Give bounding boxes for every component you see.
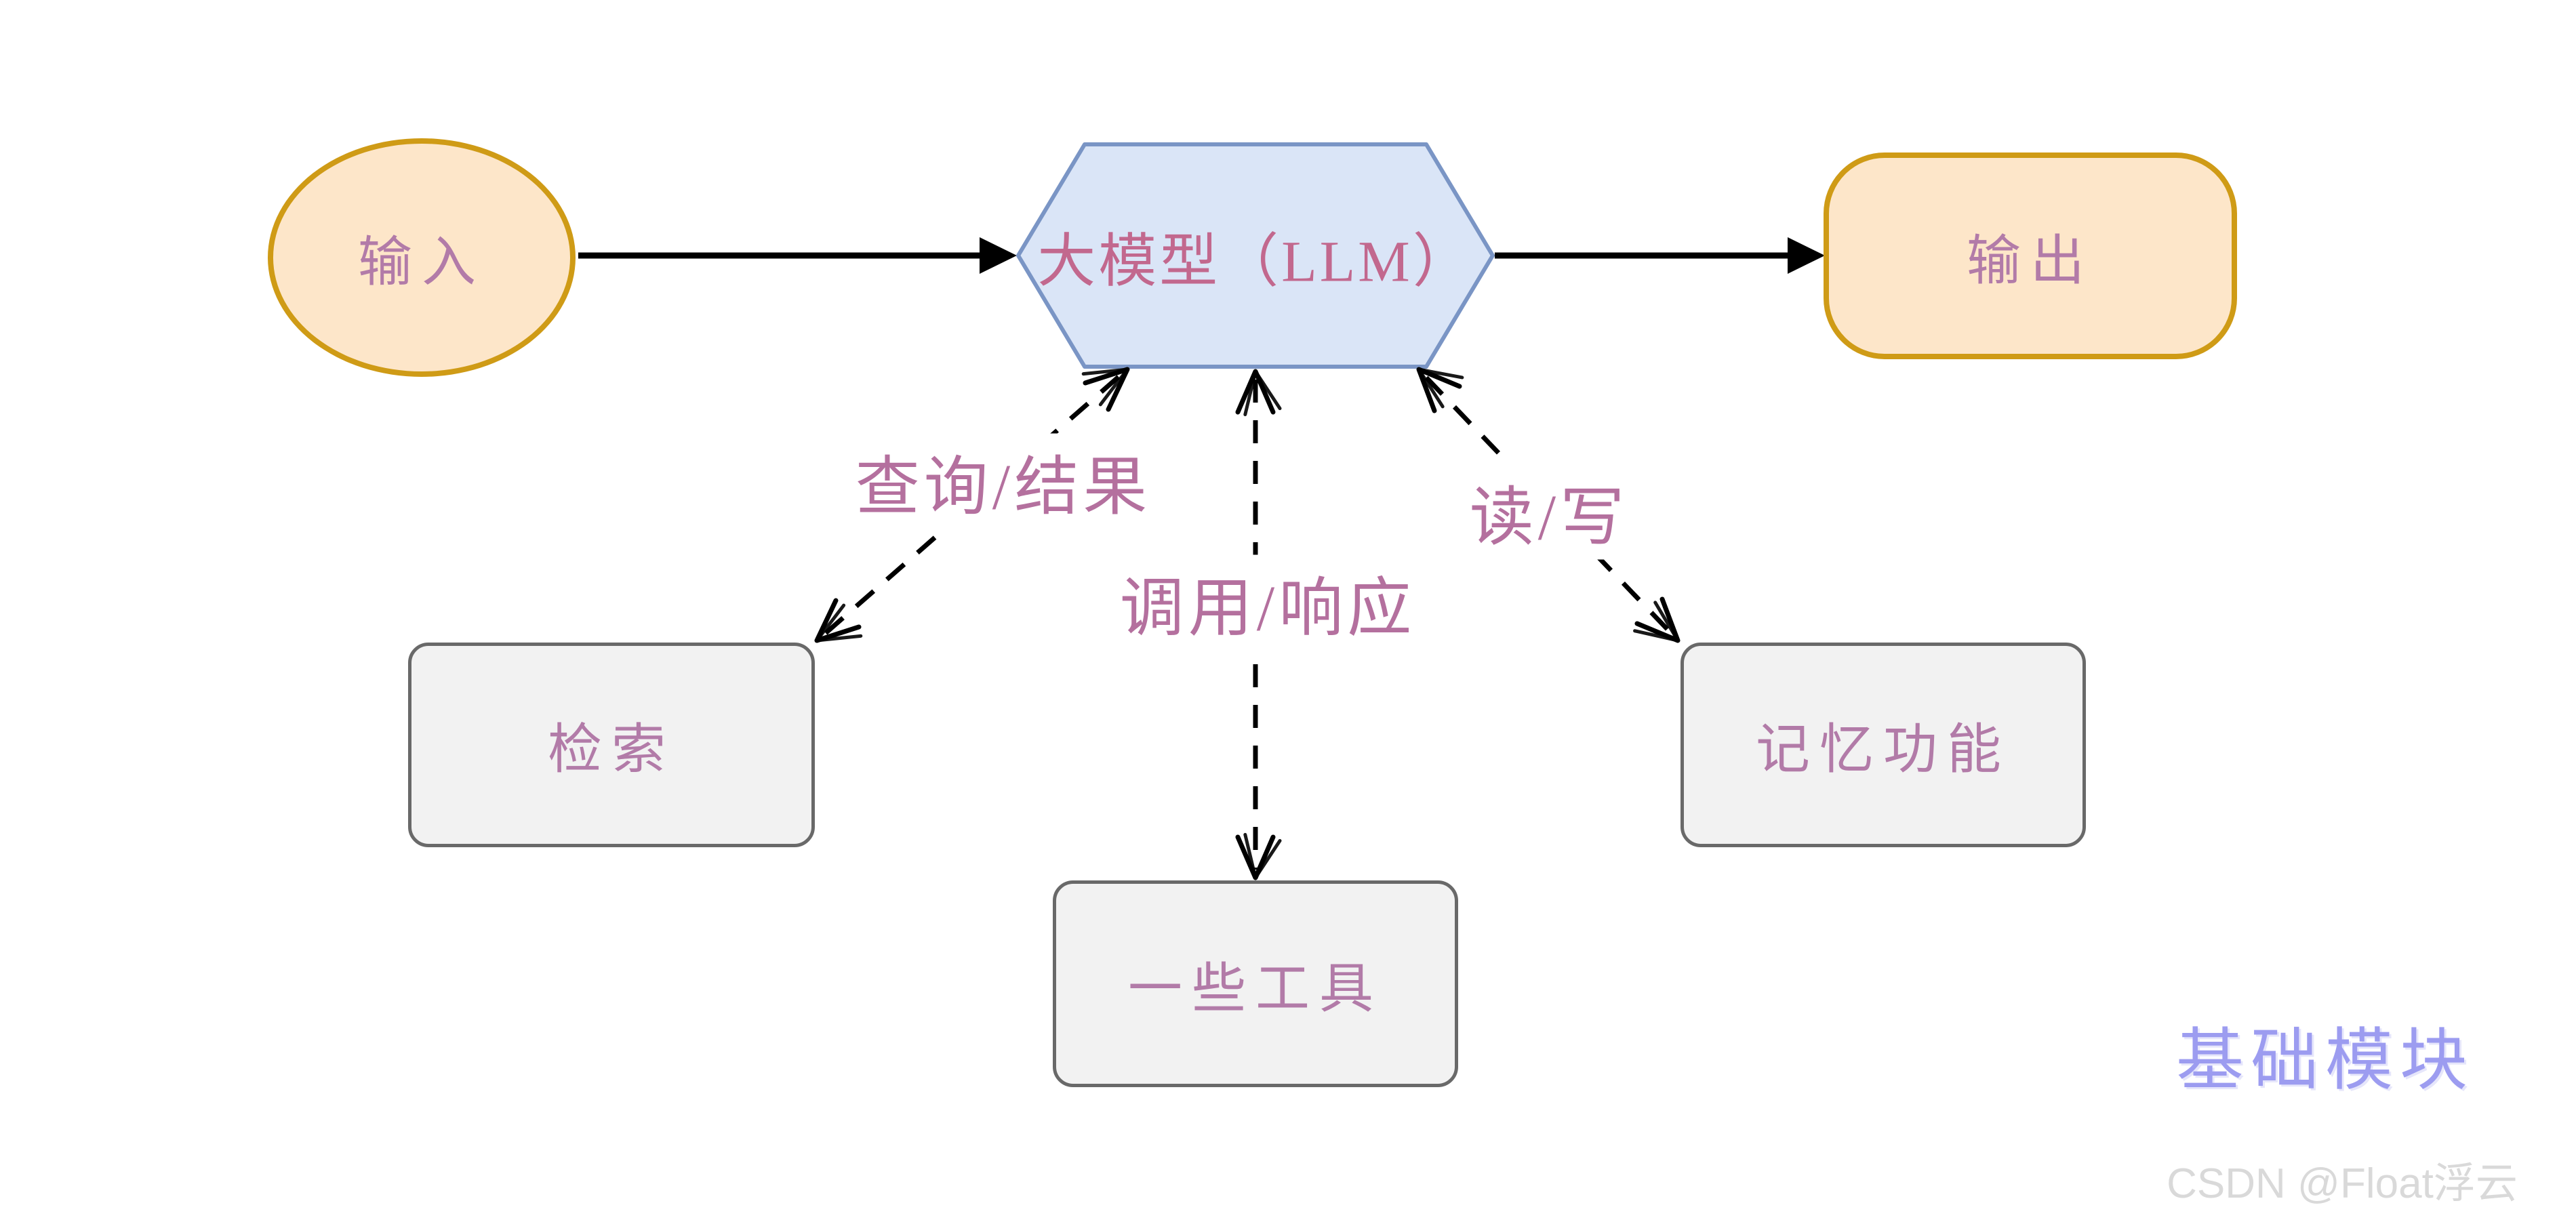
edge-input-to-llm-arrowhead xyxy=(980,237,1017,274)
edge-call-response-arrowhead-tools-sketch xyxy=(1243,832,1282,880)
edge-label-call-response: 调用/响应 xyxy=(1110,554,1426,651)
csdn-watermark: CSDN @Float浮云 xyxy=(2167,1160,2518,1207)
tools-node-label: 一些工具 xyxy=(1128,959,1383,1019)
diagram-caption: 基础模块 xyxy=(2176,1023,2474,1099)
edge-call-response-arrowhead-llm-sketch xyxy=(1243,369,1282,417)
memory-node-label: 记忆功能 xyxy=(1756,720,2011,780)
memory-node: 记忆功能 xyxy=(1681,643,2086,847)
input-node-label: 输入 xyxy=(358,233,485,293)
edge-query-result-arrowhead-llm-sketch xyxy=(1081,367,1129,407)
edge-label-read-write: 读/写 xyxy=(1460,464,1638,560)
output-node: 输出 xyxy=(1824,152,2237,359)
llm-node-label: 大模型（LLM） xyxy=(1037,228,1474,294)
edge-llm-to-output-arrowhead xyxy=(1788,237,1825,274)
retrieval-node: 检索 xyxy=(408,643,815,847)
retrieval-node-label: 检索 xyxy=(548,720,675,780)
edge-read-write-arrowhead-llm-sketch xyxy=(1417,367,1464,409)
llm-node-shape xyxy=(1016,142,1495,369)
edge-query-result-arrowhead-retrieval-sketch xyxy=(815,603,863,643)
tools-node: 一些工具 xyxy=(1053,880,1458,1087)
edge-label-query-result: 查询/结果 xyxy=(845,433,1161,529)
input-node: 输入 xyxy=(268,138,576,377)
output-node-label: 输出 xyxy=(1967,231,2094,291)
edge-read-write-arrowhead-memory-sketch xyxy=(1633,601,1680,643)
